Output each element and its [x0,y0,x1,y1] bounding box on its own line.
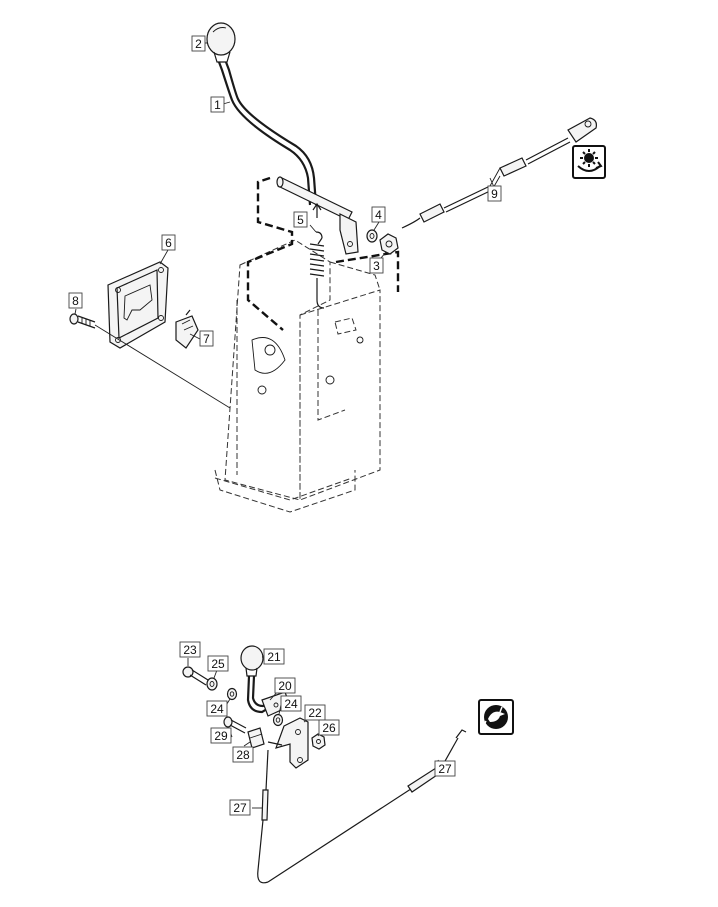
svg-text:22: 22 [308,706,322,720]
callout-9: 9 [487,185,502,202]
svg-text:2: 2 [195,37,202,51]
callout-8: 8 [68,292,83,309]
callout-7: 7 [199,330,214,347]
svg-text:24: 24 [210,702,224,716]
callout-25: 25 [207,655,229,672]
svg-text:26: 26 [322,721,336,735]
range-knob[interactable] [240,645,264,677]
callout-5: 5 [293,211,308,228]
callout-28: 28 [232,746,254,763]
callout-22: 22 [304,704,326,721]
clamp-bolt[interactable] [223,716,247,734]
callout-23: 23 [179,641,201,658]
reference-bracket-right [335,250,400,292]
svg-text:28: 28 [236,748,250,762]
svg-text:27: 27 [438,762,452,776]
svg-text:23: 23 [183,643,197,657]
return-spring[interactable] [309,231,325,309]
callout-1: 1 [210,96,225,113]
pivot-shaft[interactable] [276,176,359,255]
callout-26: 26 [318,719,340,736]
svg-text:27: 27 [233,801,247,815]
control-cable[interactable] [401,117,597,229]
svg-text:3: 3 [373,259,380,273]
mount-bracket[interactable] [267,717,309,769]
cable-clamp[interactable] [247,727,265,749]
range-cable[interactable] [257,729,467,884]
callout-27-lower: 27 [229,799,251,816]
bracket-nut[interactable] [311,733,326,750]
svg-text:7: 7 [203,332,210,346]
svg-text:29: 29 [214,729,228,743]
callout-4: 4 [371,206,386,223]
flat-washer-left[interactable] [226,687,238,701]
callout-3: 3 [369,257,384,274]
svg-text:6: 6 [165,236,172,250]
lower-assembly [182,645,467,884]
callout-21: 21 [263,648,285,665]
svg-text:8: 8 [72,294,79,308]
frame-phantom [214,239,381,513]
spacer-washer[interactable] [206,677,218,691]
svg-text:24: 24 [284,697,298,711]
svg-text:5: 5 [297,213,304,227]
shift-knob[interactable] [206,22,236,63]
callout-24-right: 24 [280,695,302,712]
mounting-bolt[interactable] [69,313,96,329]
callout-labels: 1 2 3 4 5 6 7 8 [68,35,502,816]
svg-text:25: 25 [211,657,225,671]
svg-text:20: 20 [278,679,292,693]
callout-29: 29 [210,727,232,744]
reference-bracket-left [246,176,294,331]
svg-text:21: 21 [267,650,281,664]
callout-24-left: 24 [206,700,228,717]
shift-lever[interactable] [217,61,318,206]
svg-text:9: 9 [491,187,498,201]
callout-27-right: 27 [434,760,456,777]
callout-20: 20 [274,677,296,694]
upper-assembly [69,22,597,513]
turtle-hare-icon [478,699,514,735]
callout-6: 6 [161,234,176,251]
flat-washer-right[interactable] [272,713,284,727]
svg-text:4: 4 [375,208,382,222]
svg-text:1: 1 [214,98,221,112]
direction-arrow [312,202,322,218]
washer[interactable] [366,229,378,243]
callout-2: 2 [191,35,206,52]
bolt-alignment-line [94,324,231,409]
pivot-bolt[interactable] [182,666,209,686]
interlock-switch[interactable] [175,309,199,349]
lock-nut[interactable] [379,233,399,255]
gear-rotation-icon [572,145,606,179]
gate-plate[interactable] [107,261,169,349]
